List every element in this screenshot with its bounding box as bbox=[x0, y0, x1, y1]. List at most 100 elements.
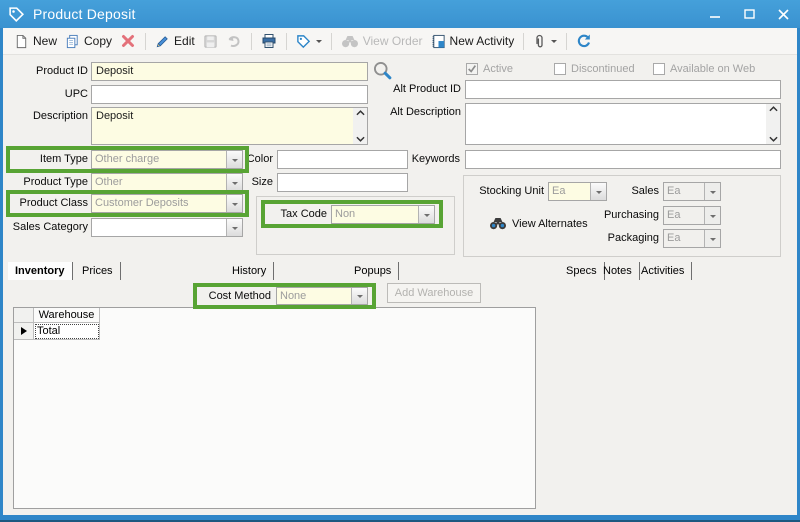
tag-icon bbox=[296, 34, 310, 48]
dropdown-button[interactable] bbox=[351, 288, 367, 304]
tax-code-dropdown[interactable]: Non bbox=[331, 205, 435, 224]
copy-button[interactable]: Copy bbox=[61, 32, 116, 51]
toolbar-separator bbox=[330, 32, 332, 50]
view-alternates-button[interactable]: View Alternates bbox=[489, 217, 588, 230]
scroll-up-icon bbox=[768, 106, 778, 112]
dropdown-caret-icon[interactable] bbox=[551, 39, 558, 46]
dropdown-button[interactable] bbox=[226, 219, 242, 236]
tab-activities[interactable]: Activities bbox=[634, 262, 693, 280]
checkbox-available-on-web[interactable]: Available on Web bbox=[653, 63, 755, 75]
color-field[interactable] bbox=[277, 150, 408, 169]
tab-inventory[interactable]: Inventory bbox=[8, 262, 73, 280]
save-button[interactable] bbox=[199, 32, 222, 51]
delete-x-icon bbox=[122, 35, 135, 47]
binoculars-icon bbox=[490, 218, 506, 230]
size-field[interactable] bbox=[277, 173, 408, 192]
keywords-field[interactable] bbox=[465, 150, 781, 169]
refresh-icon bbox=[578, 34, 591, 48]
row-pointer-icon bbox=[20, 327, 27, 335]
sales-category-label: Sales Category bbox=[12, 221, 88, 233]
dropdown-button[interactable] bbox=[226, 195, 242, 212]
tab-popups[interactable]: Popups bbox=[347, 262, 400, 280]
upc-label: UPC bbox=[64, 88, 88, 100]
packaging-unit-dropdown[interactable]: Ea bbox=[663, 229, 721, 248]
cost-method-dropdown[interactable]: None bbox=[276, 287, 368, 305]
edit-button[interactable]: Edit bbox=[151, 32, 199, 51]
notebook-icon bbox=[432, 34, 445, 48]
new-button[interactable]: New bbox=[10, 32, 61, 51]
product-id-field[interactable]: Deposit bbox=[91, 62, 368, 81]
dropdown-button[interactable] bbox=[704, 230, 720, 247]
tax-groupbox bbox=[256, 196, 455, 255]
product-class-label: Product Class bbox=[19, 197, 88, 209]
toolbar-separator bbox=[285, 32, 287, 50]
description-scrollbar[interactable] bbox=[353, 108, 367, 144]
product-form: Product ID Deposit UPC Description Depos… bbox=[3, 55, 797, 515]
alt-description-field[interactable] bbox=[465, 103, 781, 145]
row-selector-cell[interactable] bbox=[14, 323, 34, 340]
undo-arrow-icon bbox=[228, 36, 240, 47]
alt-description-scrollbar[interactable] bbox=[766, 104, 780, 144]
attachment-button[interactable] bbox=[529, 32, 561, 51]
dropdown-button[interactable] bbox=[226, 151, 242, 168]
alt-description-label: Alt Description bbox=[390, 106, 461, 118]
print-button[interactable] bbox=[257, 31, 281, 51]
stocking-unit-label: Stocking Unit bbox=[479, 185, 544, 197]
product-tag-icon bbox=[8, 6, 25, 23]
undo-button[interactable] bbox=[222, 31, 246, 51]
sales-unit-dropdown[interactable]: Ea bbox=[663, 182, 721, 201]
discontinued-checkbox-box[interactable] bbox=[554, 63, 566, 75]
label-tag-button[interactable] bbox=[292, 32, 326, 51]
units-groupbox bbox=[463, 175, 781, 257]
available-on-web-checkbox-box[interactable] bbox=[653, 63, 665, 75]
minimize-icon[interactable] bbox=[698, 0, 732, 28]
upc-field[interactable] bbox=[91, 85, 368, 104]
tab-specs[interactable]: Specs bbox=[559, 262, 605, 280]
packaging-unit-label: Packaging bbox=[607, 232, 659, 244]
alt-product-id-label: Alt Product ID bbox=[393, 83, 461, 95]
stocking-unit-dropdown[interactable]: Ea bbox=[548, 182, 607, 201]
description-field[interactable]: Deposit bbox=[91, 107, 368, 145]
add-warehouse-button[interactable]: Add Warehouse bbox=[387, 283, 481, 303]
item-type-dropdown[interactable]: Other charge bbox=[91, 150, 243, 169]
scroll-up-icon bbox=[355, 110, 365, 116]
paperclip-icon bbox=[536, 34, 543, 47]
tab-history[interactable]: History bbox=[225, 262, 275, 280]
binoculars-icon bbox=[341, 35, 358, 47]
warehouse-column-header[interactable]: Warehouse bbox=[34, 308, 100, 323]
refresh-button[interactable] bbox=[572, 31, 596, 51]
color-label: Color bbox=[246, 153, 273, 165]
view-order-button[interactable]: View Order bbox=[337, 32, 427, 50]
dropdown-button[interactable] bbox=[418, 206, 434, 223]
toolbar: New Copy Edit bbox=[3, 28, 797, 55]
checkbox-discontinued[interactable]: Discontinued bbox=[554, 63, 635, 75]
total-row-cell[interactable]: Total bbox=[34, 323, 100, 340]
tab-prices[interactable]: Prices bbox=[75, 262, 121, 280]
warehouse-grid: Warehouse Total bbox=[13, 307, 536, 509]
active-checkbox-box[interactable] bbox=[466, 63, 478, 75]
dropdown-button[interactable] bbox=[704, 207, 720, 224]
dropdown-caret-icon[interactable] bbox=[315, 39, 322, 46]
dropdown-button[interactable] bbox=[590, 183, 606, 200]
item-type-label: Item Type bbox=[39, 153, 88, 165]
purchasing-unit-dropdown[interactable]: Ea bbox=[663, 206, 721, 225]
copy-icon bbox=[66, 34, 78, 48]
new-activity-button[interactable]: New Activity bbox=[427, 32, 519, 51]
tab-notes[interactable]: Notes bbox=[596, 262, 640, 280]
maximize-icon[interactable] bbox=[732, 0, 766, 28]
delete-button[interactable] bbox=[116, 31, 140, 51]
search-icon[interactable] bbox=[372, 60, 393, 86]
toolbar-separator bbox=[566, 32, 568, 50]
product-id-label: Product ID bbox=[36, 65, 88, 77]
dropdown-button[interactable] bbox=[226, 174, 242, 191]
purchasing-unit-label: Purchasing bbox=[603, 209, 659, 221]
checkbox-active[interactable]: Active bbox=[466, 63, 513, 75]
sales-category-dropdown[interactable] bbox=[91, 218, 243, 237]
close-icon[interactable] bbox=[766, 0, 800, 28]
size-label: Size bbox=[251, 176, 273, 188]
product-class-dropdown[interactable]: Customer Deposits bbox=[91, 194, 243, 213]
window-title: Product Deposit bbox=[33, 6, 136, 22]
dropdown-button[interactable] bbox=[704, 183, 720, 200]
alt-product-id-field[interactable] bbox=[465, 80, 781, 99]
